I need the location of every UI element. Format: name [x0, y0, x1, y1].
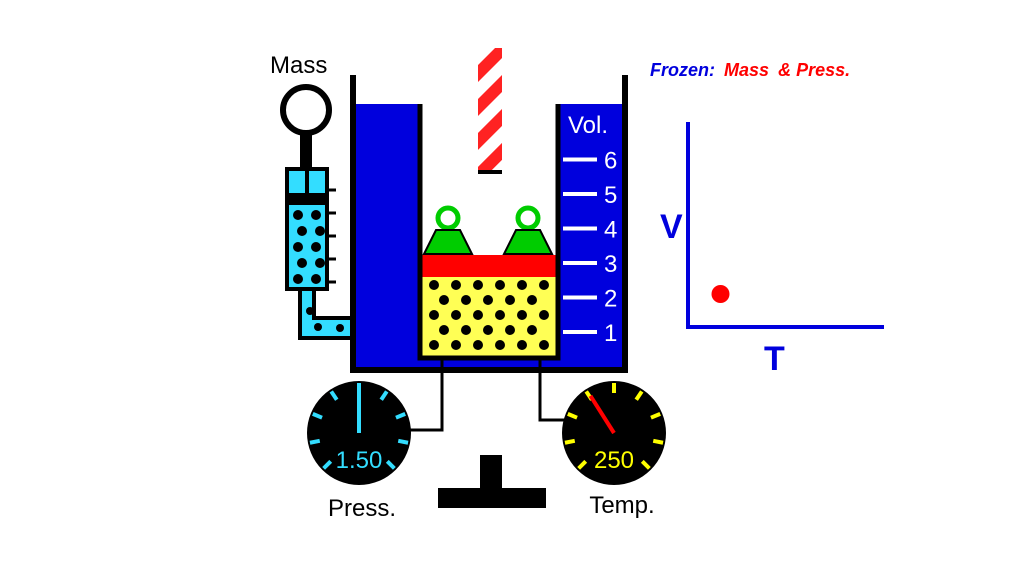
gauge-tick: [329, 390, 339, 401]
gas-particle: [429, 280, 439, 290]
container-walls: [350, 75, 628, 373]
syringe-plunger-rod: [300, 133, 312, 169]
gauge-tick: [322, 459, 333, 470]
mass-knob[interactable]: [280, 84, 332, 136]
mass-label: Mass: [270, 52, 327, 79]
gas-particle: [439, 325, 449, 335]
gas-particle: [451, 280, 461, 290]
gas-particle: [539, 280, 549, 290]
gas-particle: [483, 295, 493, 305]
temperature-wire: [538, 356, 570, 422]
gas-particle: [539, 310, 549, 320]
temperature-value: 250: [594, 447, 634, 474]
gas-particles: [429, 280, 549, 350]
gauge-tick: [652, 438, 664, 445]
syringe-particle: [293, 210, 303, 220]
gas: [422, 277, 556, 356]
syringe-particle: [315, 226, 325, 236]
graph-y-label: V: [660, 208, 683, 246]
temperature-needle: [588, 394, 616, 435]
gas-particle: [505, 295, 515, 305]
gas-particle: [461, 325, 471, 335]
gas-particle: [451, 340, 461, 350]
cylinder-walls: [417, 104, 561, 361]
gas-particle: [517, 310, 527, 320]
gauge-tick: [312, 412, 323, 420]
gas-particle: [505, 325, 515, 335]
gauge-tick: [567, 412, 578, 420]
pressure-label: Press.: [328, 495, 396, 522]
gas-particle: [527, 325, 537, 335]
syringe-particle: [293, 274, 303, 284]
syringe-particle: [315, 258, 325, 268]
gas-particle: [473, 340, 483, 350]
gas-particle: [539, 340, 549, 350]
volume-tick-label: 6: [604, 148, 617, 175]
gauge-tick: [309, 438, 321, 445]
pressure-gauge: 1.50 Press.: [307, 381, 411, 522]
pressure-wire: [410, 356, 444, 432]
gas-particle: [429, 310, 439, 320]
piston[interactable]: [422, 255, 556, 277]
gas-particle: [429, 340, 439, 350]
frozen-item-press: & Press.: [778, 60, 851, 80]
frozen-prefix: Frozen:: [650, 60, 715, 80]
syringe-particle: [311, 210, 321, 220]
gauge-tick: [385, 459, 396, 470]
syringe-particle: [311, 274, 321, 284]
temperature-gauge: 250 Temp.: [562, 381, 666, 519]
volume-tick-label: 3: [604, 251, 617, 278]
mass-syringe: Mass: [270, 52, 432, 340]
volume-tick-label: 4: [604, 217, 617, 244]
volume-tick-label: 2: [604, 286, 617, 313]
volume-tick-label: 1: [604, 320, 617, 347]
gas-particle: [495, 280, 505, 290]
syringe-ticks: [327, 188, 336, 284]
heater-stripes: [478, 48, 502, 172]
gas-particle: [495, 310, 505, 320]
vt-graph: V T: [660, 122, 884, 378]
gas-particle: [527, 295, 537, 305]
gauge-tick: [650, 412, 661, 420]
gas-particle: [473, 310, 483, 320]
volume-label: Vol.: [568, 112, 608, 139]
syringe-particle: [293, 242, 303, 252]
gauge-tick: [634, 390, 644, 401]
gas-particle: [461, 295, 471, 305]
syringe-particle: [297, 226, 307, 236]
gauge-tick: [397, 438, 409, 445]
gas-particle: [451, 310, 461, 320]
gauge-tick: [577, 459, 588, 470]
syringe-particles: [293, 210, 325, 284]
gauge-tick: [640, 459, 651, 470]
gauge-tick: [564, 438, 576, 445]
gas-particle: [483, 325, 493, 335]
graph-axes: [686, 122, 884, 329]
syringe-particle: [297, 258, 307, 268]
heater-rod: [478, 48, 502, 174]
syringe-plunger: [287, 193, 327, 205]
gas-particle: [473, 280, 483, 290]
syringe-particle: [311, 242, 321, 252]
pressure-value: 1.50: [336, 447, 383, 474]
data-point: [711, 285, 730, 303]
gauge-tick: [379, 390, 389, 401]
gauge-tick: [395, 412, 406, 420]
volume-tick-label: 5: [604, 182, 617, 209]
gas-particle: [495, 340, 505, 350]
frozen-item-mass: Mass: [724, 60, 770, 80]
frozen-status: Frozen: Mass & Press.: [650, 60, 854, 81]
gas-particle: [439, 295, 449, 305]
stand: [438, 455, 546, 508]
gas-particle: [517, 340, 527, 350]
weight-right[interactable]: [502, 205, 554, 255]
temperature-label: Temp.: [589, 492, 654, 519]
gas-particle: [517, 280, 527, 290]
graph-x-label: T: [764, 340, 785, 378]
volume-scale: Vol. 1 2 3 4 5 6: [563, 112, 617, 347]
weight-left[interactable]: [422, 205, 474, 255]
